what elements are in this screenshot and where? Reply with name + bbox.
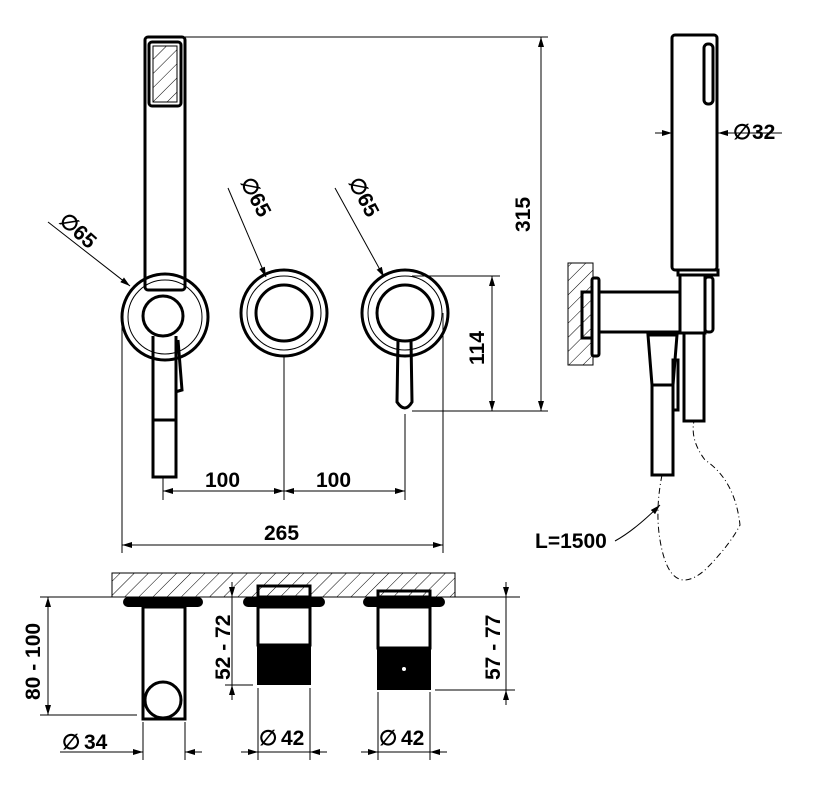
diameter-symbol: ∅ bbox=[259, 727, 277, 750]
front-view: 315 114 100 100 265 ∅ 65 ∅ 65 ∅ 65 bbox=[47, 35, 548, 553]
diverter-knob-front bbox=[239, 268, 329, 358]
dim-hose-length: L=1500 bbox=[535, 530, 607, 553]
dimension-lines bbox=[47, 37, 544, 548]
bottom-dimension-lines bbox=[40, 582, 515, 760]
dim-spacing-left: 100 bbox=[205, 469, 240, 492]
bottom-view: 80 - 100 52 - 72 57 - 77 ∅ 34 ∅ 42 ∅ 42 bbox=[22, 572, 520, 760]
mixer-handle-front bbox=[360, 268, 450, 410]
dim-height-handle: 114 bbox=[466, 331, 489, 365]
diameter-symbol: ∅ bbox=[379, 727, 397, 750]
dim-dia-outlet: ∅ 65 bbox=[55, 209, 101, 254]
diameter-symbol: ∅ bbox=[62, 731, 80, 754]
hand-shower-front bbox=[143, 35, 187, 292]
hose-line bbox=[657, 420, 741, 581]
side-view: ∅ 32 L=1500 bbox=[535, 33, 782, 581]
knurled-grip bbox=[257, 645, 311, 685]
dim-height-overall: 315 bbox=[512, 197, 535, 232]
extension-lines bbox=[121, 36, 548, 553]
dim-dia-outlet-bottom: 34 bbox=[84, 731, 108, 754]
hand-shower-side bbox=[670, 33, 719, 272]
dim-dia-right-bottom: 42 bbox=[401, 727, 424, 750]
dim-spacing-right: 100 bbox=[316, 469, 351, 492]
dim-width-overall: 265 bbox=[264, 522, 299, 545]
diameter-symbol: ∅ bbox=[733, 121, 751, 144]
dim-dia-middle: ∅ 65 bbox=[236, 174, 276, 222]
dim-depth-outlet: 80 - 100 bbox=[22, 623, 45, 700]
hose-outlet-front bbox=[120, 272, 210, 479]
dim-depth-right: 57 - 77 bbox=[482, 615, 505, 680]
dim-dia-middle-bottom: 42 bbox=[281, 727, 304, 750]
dim-dia-handshower: 32 bbox=[752, 121, 775, 144]
dim-depth-middle: 52 - 72 bbox=[212, 615, 235, 680]
